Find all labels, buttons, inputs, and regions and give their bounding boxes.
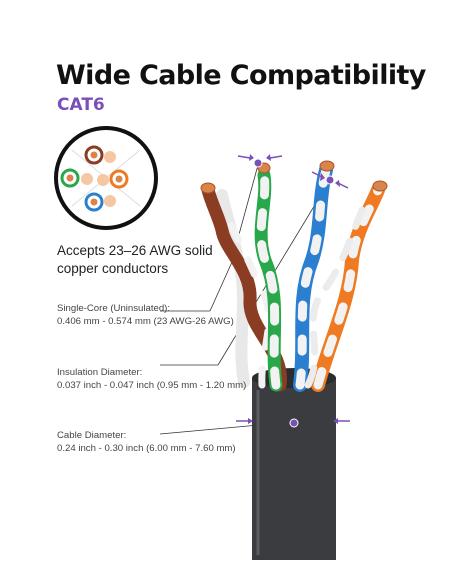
spec-value: 0.406 mm - 0.574 mm (23 AWG-26 AWG) [57,315,234,327]
pair-brown [84,145,116,165]
spec-value: 0.037 inch - 0.047 inch (0.95 mm - 1.20 … [57,379,247,391]
page-title: Wide Cable Compatibility [56,60,426,91]
spec-label: Cable Diameter: [57,430,127,441]
cable-jacket [252,368,336,560]
spec-label: Insulation Diameter: [57,367,143,378]
accepts-line-1: Accepts 23–26 AWG solid [57,243,213,258]
pair-green [60,168,93,188]
spec-cable-diameter: Cable Diameter: 0.24 inch - 0.30 inch (6… [57,430,236,455]
spec-value: 0.24 inch - 0.30 inch (6.00 mm - 7.60 mm… [57,442,236,454]
spec-single-core: Single-Core (Uninsulated): 0.406 mm - 0.… [57,303,234,328]
cable-cross-section [54,126,158,230]
wire-green [254,168,283,392]
spec-insulation-diameter: Insulation Diameter: 0.037 inch - 0.047 … [57,367,246,392]
pair-blue [84,192,116,212]
measure-core [237,154,283,168]
wire-blue [293,163,333,392]
spec-label: Single-Core (Uninsulated): [57,303,171,314]
measure-insulation [311,171,349,189]
measure-cable [236,418,350,428]
accepts-line-2: copper conductors [57,261,169,276]
accepts-text: Accepts 23–26 AWG solid copper conductor… [57,242,237,278]
wire-white-right [304,206,366,389]
pair-orange [97,169,129,189]
copper-tips [200,160,388,194]
page-subtitle: CAT6 [57,95,105,115]
wire-orange [311,183,385,392]
